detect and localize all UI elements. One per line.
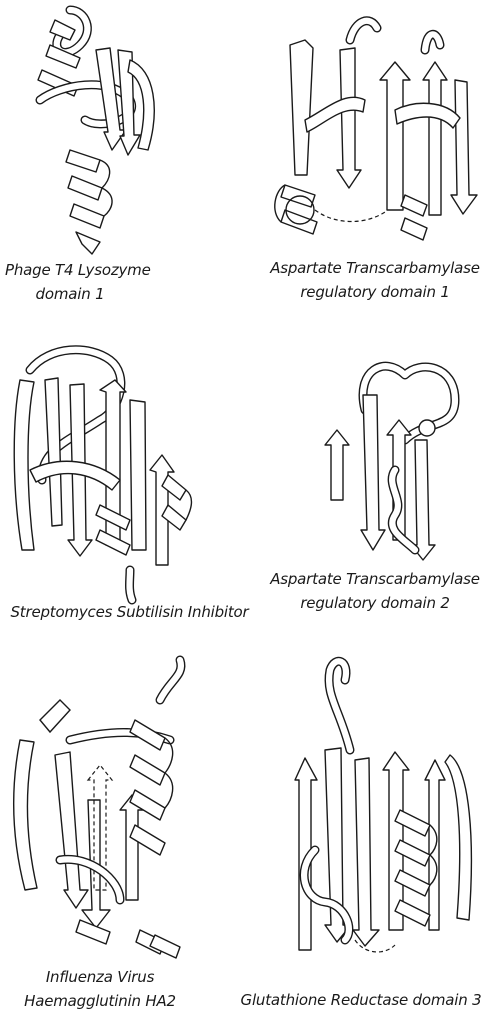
caption-line: regulatory domain 1 [300,283,450,301]
caption-atc-domain-1: Aspartate Transcarbamylase regulatory do… [260,256,490,304]
panel-ssi: Streptomyces Subtilisin Inhibitor [0,340,260,640]
gr3-ribbon-diagram [294,656,473,953]
caption-line: Aspartate Transcarbamylase [270,259,480,277]
caption-line: Influenza Virus [45,968,155,986]
atc-domain-1-ribbon-diagram [274,16,478,241]
panel-gr3: Glutathione Reductase domain 3 [241,640,490,1020]
caption-line: Aspartate Transcarbamylase [270,570,480,588]
panel-atc-domain-2: Aspartate Transcarbamylase regulatory do… [245,340,490,640]
t4-lysozyme-ribbon-diagram [35,5,155,255]
caption-line: Streptomyces Subtilisin Inhibitor [10,603,249,621]
panel-atc-domain-1: Aspartate Transcarbamylase regulatory do… [245,0,490,340]
panel-ha2: Influenza Virus Haemagglutinin HA2 [0,640,245,1020]
ha2-ribbon-diagram [13,655,186,959]
caption-line: regulatory domain 2 [300,594,450,612]
caption-atc-domain-2: Aspartate Transcarbamylase regulatory do… [260,567,490,615]
caption-t4-lysozyme: Phage T4 Lysozyme domain 1 [5,258,151,306]
caption-line: Phage T4 Lysozyme [5,261,151,279]
atc-domain-2-ribbon-diagram [324,361,460,561]
caption-ssi: Streptomyces Subtilisin Inhibitor [2,600,257,624]
caption-gr3: Glutathione Reductase domain 3 [233,988,489,1012]
ssi-ribbon-diagram [13,345,193,605]
panel-t4-lysozyme: Phage T4 Lysozyme domain 1 [0,0,245,340]
caption-ha2: Influenza Virus Haemagglutinin HA2 [0,965,200,1013]
caption-line: Glutathione Reductase domain 3 [240,991,482,1009]
caption-line: Haemagglutinin HA2 [24,992,176,1010]
caption-line: domain 1 [35,285,105,303]
